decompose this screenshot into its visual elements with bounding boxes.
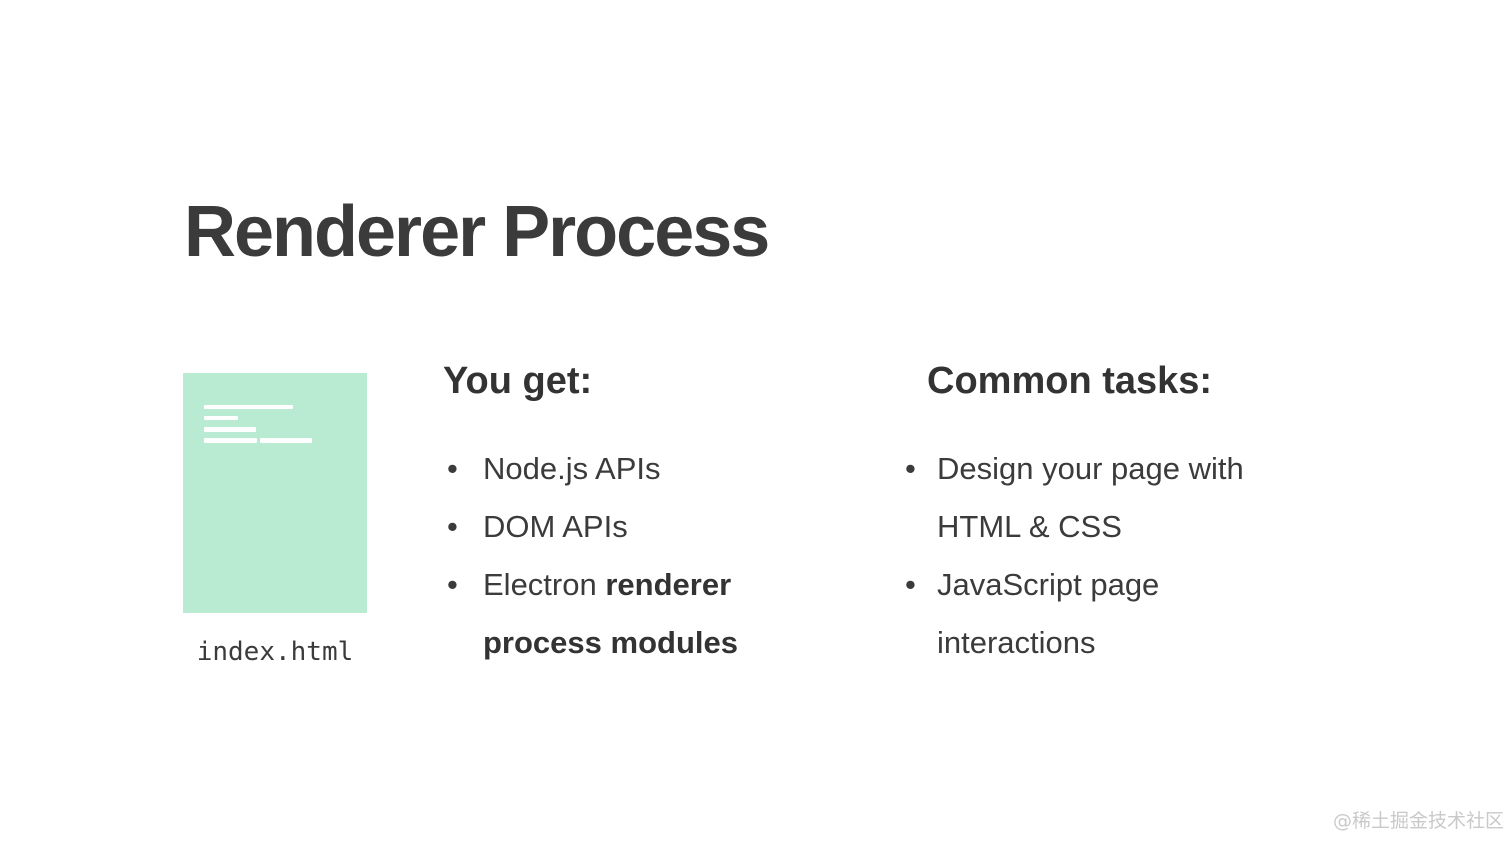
- bullet-icon: •: [447, 508, 458, 544]
- file-text-line: [204, 438, 257, 443]
- file-text-line: [204, 416, 238, 420]
- list-item: • DOM APIs: [443, 498, 778, 556]
- bullet-icon: •: [905, 566, 916, 602]
- file-text-line: [204, 405, 293, 409]
- file-text-line: [204, 427, 256, 432]
- bullet-icon: •: [447, 566, 458, 602]
- list-item-text: Electron renderer process modules: [483, 556, 778, 672]
- list-item-text: JavaScript page interactions: [937, 566, 1160, 660]
- bullet-icon: •: [447, 450, 458, 486]
- list-item: • Electron renderer process modules: [443, 556, 778, 672]
- list-item: • JavaScript page interactions: [905, 556, 1297, 672]
- list-item-text-normal: Electron: [483, 566, 606, 602]
- list-item-text-bold: renderer process modules: [483, 566, 738, 660]
- file-figure: index.html: [183, 373, 367, 667]
- html-file-icon: [183, 373, 367, 613]
- list-item: • Design your page with HTML & CSS: [905, 440, 1297, 556]
- list-item-text: Design your page with HTML & CSS: [937, 450, 1244, 544]
- you-get-list: • Node.js APIs • DOM APIs • Electron ren…: [443, 440, 778, 672]
- list-item-text: Node.js APIs: [483, 450, 661, 486]
- file-name-label: index.html: [196, 637, 354, 667]
- list-item-text: DOM APIs: [483, 508, 628, 544]
- you-get-heading: You get:: [443, 360, 593, 402]
- common-tasks-heading: Common tasks:: [927, 360, 1213, 402]
- common-tasks-column: Common tasks: • Design your page with HT…: [905, 360, 1297, 672]
- list-item: • Node.js APIs: [443, 440, 778, 498]
- common-tasks-list: • Design your page with HTML & CSS • Jav…: [905, 440, 1297, 672]
- file-text-line: [260, 438, 312, 443]
- watermark: @稀土掘金技术社区: [1332, 810, 1504, 832]
- slide-title: Renderer Process: [184, 192, 770, 272]
- bullet-icon: •: [905, 450, 916, 486]
- you-get-column: You get: • Node.js APIs • DOM APIs • Ele…: [443, 360, 778, 672]
